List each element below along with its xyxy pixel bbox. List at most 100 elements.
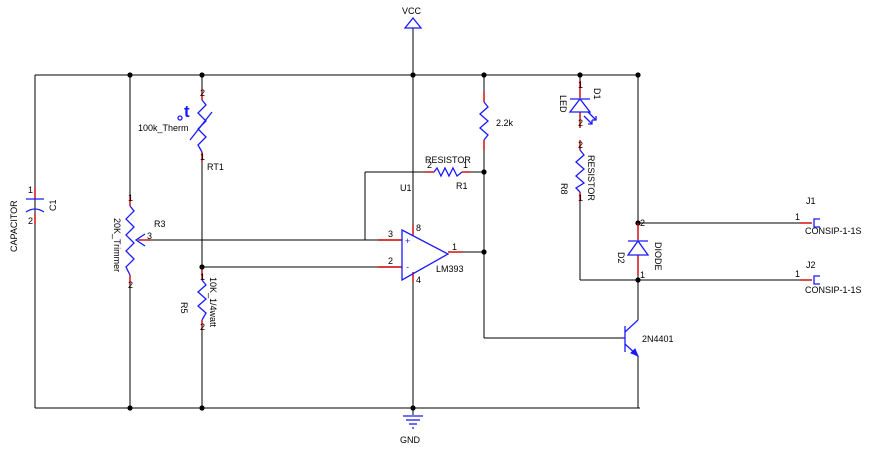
capacitor-c1: 1 2 CAPACITOR C1	[9, 185, 58, 252]
thermistor-slash-icon	[189, 111, 213, 141]
diode-value: DIODE	[653, 242, 663, 271]
junction-dot	[635, 72, 641, 78]
pin-number: 2	[200, 88, 205, 98]
transistor-q1: 2N4401	[622, 319, 674, 357]
r8-zigzag-icon	[574, 149, 586, 193]
junction-dot	[410, 72, 416, 78]
j2-ref: J2	[806, 260, 816, 270]
junction-dot	[577, 72, 583, 78]
pin-number: 1	[200, 272, 205, 282]
junctions	[127, 72, 641, 411]
pin-number: 1	[795, 269, 800, 279]
r8-ref: R8	[559, 183, 569, 195]
pin-number: 1	[640, 270, 645, 280]
junction-dot	[410, 405, 416, 411]
connector-j2-icon	[813, 275, 820, 285]
junction-dot	[199, 405, 205, 411]
thermistor-symbol: t	[184, 102, 190, 121]
pin-number: 3	[388, 229, 393, 239]
pin-number: 1	[578, 80, 583, 90]
junction-dot	[481, 169, 487, 175]
diode-ref: D2	[616, 252, 626, 264]
pin-number: 1	[200, 152, 205, 162]
led-d1: 1 2 LED D1	[558, 80, 602, 128]
vcc-symbol: VCC	[402, 6, 423, 29]
plus-sign: +	[405, 236, 410, 246]
pin-number: 8	[416, 223, 421, 233]
pin-number: 1	[578, 193, 583, 203]
thermistor-ref: RT1	[207, 162, 224, 172]
r1-zigzag-icon	[433, 166, 463, 178]
junction-dot	[635, 277, 641, 283]
resistor-r5: 1 2 10K_1/4watt R5	[179, 270, 218, 332]
pin-number: 1	[463, 160, 468, 170]
thermistor-zigzag-icon	[197, 99, 207, 153]
minus-sign: -	[406, 262, 409, 272]
led-ray-arrow-icon	[592, 116, 597, 121]
gnd-label: GND	[400, 435, 421, 445]
resistor-r8: 2 1 RESISTOR R8	[559, 140, 596, 203]
junction-dot	[199, 264, 205, 270]
pin-number: 2	[640, 218, 645, 228]
j1-value: CONSIP-1-1S	[805, 226, 862, 236]
diode-d2: 2 1 DIODE D2	[616, 218, 663, 280]
junction-dot	[481, 249, 487, 255]
thermistor-dot-icon	[177, 115, 183, 121]
diode-triangle-icon	[626, 239, 650, 256]
trimmer-r3: 1 3 2 20K_Trimmer R3	[112, 193, 166, 290]
comparator-value: LM393	[436, 264, 464, 274]
j2-value: CONSIP-1-1S	[805, 285, 862, 295]
trimmer-value: 20K_Trimmer	[112, 218, 122, 272]
led-ref: D1	[592, 88, 602, 100]
transistor-collector-icon	[624, 319, 639, 333]
pin-number: 1	[128, 193, 133, 203]
thermistor-rt1: t 2 1 100k_Therm RT1	[138, 88, 224, 172]
connector-j2: 1 J2 CONSIP-1-1S	[795, 260, 862, 295]
junction-dot	[127, 405, 133, 411]
led-ray-icon	[583, 115, 593, 125]
resistor-r1: 2 1 RESISTOR R1	[425, 155, 471, 191]
pin-number: 1	[452, 242, 457, 252]
trimmer-zigzag-icon	[125, 205, 135, 276]
connector-j1: 1 J1 CONSIP-1-1S	[795, 196, 862, 236]
comparator-u1: + - 3 2 8 4 1 U1 LM393	[378, 183, 464, 285]
junction-dot	[199, 72, 205, 78]
led-ray-arrow-icon	[588, 120, 593, 125]
led-triangle-icon	[568, 97, 592, 113]
pin-number: 1	[28, 185, 33, 195]
trimmer-ref: R3	[154, 219, 166, 229]
connector-j1-icon	[813, 218, 820, 228]
r1-ref: R1	[456, 181, 468, 191]
pin-number: 2	[427, 160, 432, 170]
r5-zigzag-icon	[197, 279, 207, 321]
capacitor-value: CAPACITOR	[9, 200, 19, 252]
junction-dot	[127, 72, 133, 78]
pin-number: 2	[200, 322, 205, 332]
comparator-ref: U1	[400, 183, 412, 193]
transistor-emitter-arrow-icon	[630, 348, 639, 357]
gnd-symbol: GND	[400, 415, 423, 445]
pin-number: 1	[795, 212, 800, 222]
capacitor-ref: C1	[48, 199, 58, 211]
capacitor-curved-plate-icon	[25, 208, 45, 213]
pin-number: 2	[578, 118, 583, 128]
vcc-arrow-icon	[403, 16, 423, 29]
comparator-triangle-icon	[401, 228, 450, 282]
r5-value: 10K_1/4watt	[208, 277, 218, 328]
pin-number: 3	[147, 231, 152, 241]
pullup-value: 2.2k	[496, 118, 514, 128]
pullup-zigzag-icon	[479, 101, 489, 141]
led-value: LED	[558, 95, 568, 113]
r8-value: RESISTOR	[586, 155, 596, 201]
wires	[34, 28, 800, 415]
trimmer-wiper-arrow-icon	[134, 233, 146, 247]
junction-dot	[481, 72, 487, 78]
vcc-label: VCC	[402, 6, 422, 16]
pin-number: 4	[416, 275, 421, 285]
transistor-value: 2N4401	[642, 334, 674, 344]
r5-ref: R5	[179, 302, 189, 314]
pin-number: 2	[578, 140, 583, 150]
led-ray-icon	[587, 111, 597, 121]
thermistor-value: 100k_Therm	[138, 123, 189, 133]
